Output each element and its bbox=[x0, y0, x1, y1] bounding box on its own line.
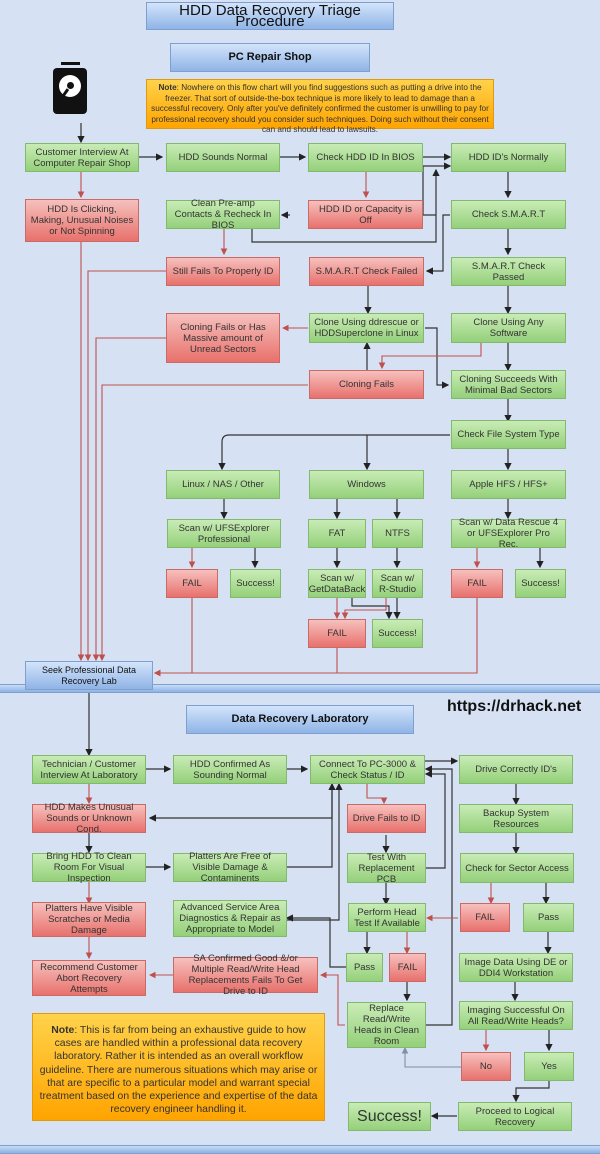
node-still-fails: Still Fails To Properly ID bbox=[166, 257, 280, 286]
node-windows-success: Success! bbox=[372, 619, 423, 648]
node-advanced-sa: Advanced Service Area Diagnostics & Repa… bbox=[173, 900, 287, 937]
node-sounds-normal: HDD Sounds Normal bbox=[166, 143, 280, 172]
connector bbox=[251, 168, 440, 243]
node-fails-to-id: Drive Fails to ID bbox=[347, 804, 426, 833]
node-imaging-success: Imaging Successful On All Read/Write Hea… bbox=[459, 1001, 573, 1030]
page-title: HDD Data Recovery Triage Procedure bbox=[146, 2, 394, 30]
section-divider bbox=[0, 684, 600, 693]
note-top-label: Note bbox=[158, 83, 177, 92]
node-windows: Windows bbox=[309, 470, 424, 499]
fail-connector bbox=[153, 598, 478, 677]
connector bbox=[424, 765, 453, 1026]
node-linux-success: Success! bbox=[230, 569, 281, 598]
node-sa-confirmed: SA Confirmed Good &/or Multiple Read/Wri… bbox=[173, 953, 318, 997]
node-head-test: Perform Head Test If Available bbox=[348, 903, 426, 932]
node-head-fail: FAIL bbox=[389, 953, 426, 982]
node-clean-preamp: Clean Pre-amp Contacts & Recheck In BIOS bbox=[166, 198, 280, 231]
node-platters-scratched: Platters Have Visible Scratches or Media… bbox=[32, 902, 146, 937]
connector bbox=[148, 780, 333, 822]
node-apple-fail: FAIL bbox=[451, 569, 503, 598]
connector bbox=[218, 434, 450, 471]
bottom-divider bbox=[0, 1145, 600, 1154]
note-bottom-text: : This is far from being an exhaustive g… bbox=[39, 1025, 318, 1116]
note-bottom: Note: This is far from being an exhausti… bbox=[32, 1013, 325, 1121]
section-header-lab: Data Recovery Laboratory bbox=[186, 705, 414, 734]
note-top-text: : Nowhere on this flow chart will you fi… bbox=[151, 83, 489, 135]
fail-connector bbox=[98, 384, 308, 662]
node-id-off: HDD ID or Capacity is Off bbox=[308, 200, 423, 229]
connector bbox=[512, 1081, 550, 1103]
node-final-success: Success! bbox=[348, 1102, 431, 1131]
connector bbox=[287, 782, 336, 868]
connector bbox=[351, 598, 393, 620]
node-image-data: Image Data Using DE or DDI4 Workstation bbox=[459, 953, 573, 982]
node-scan-ufs: Scan w/ UFSExplorer Professional bbox=[167, 519, 281, 548]
node-smart-failed: S.M.A.R.T Check Failed bbox=[309, 257, 424, 286]
connector bbox=[285, 914, 346, 968]
site-url[interactable]: https://drhack.net bbox=[447, 698, 582, 715]
fail-connector bbox=[341, 598, 387, 620]
fail-connector bbox=[153, 648, 338, 677]
node-yes: Yes bbox=[524, 1052, 574, 1081]
node-sector-pass: Pass bbox=[523, 903, 574, 932]
node-proceed-logical: Proceed to Logical Recovery bbox=[458, 1102, 572, 1131]
node-confirmed-normal: HDD Confirmed As Sounding Normal bbox=[173, 755, 287, 784]
node-replace-heads: Replace Read/Write Heads in Clean Room bbox=[347, 1002, 426, 1048]
node-unusual-sounds: HDD Makes Unusual Sounds or Unknown Cond… bbox=[32, 802, 146, 835]
node-sector-fail: FAIL bbox=[460, 903, 510, 932]
node-clean-room: Bring HDD To Clean Room For Visual Inspe… bbox=[32, 851, 146, 884]
node-tech-interview: Technician / Customer Interview At Labor… bbox=[32, 755, 146, 784]
fail-connector bbox=[319, 971, 345, 1026]
node-recommend-abort: Recommend Customer Abort Recovery Attemp… bbox=[32, 960, 146, 996]
note-bottom-label: Note bbox=[51, 1025, 75, 1036]
section-header-pc-shop: PC Repair Shop bbox=[170, 43, 370, 72]
node-check-fs: Check File System Type bbox=[451, 420, 566, 449]
node-test-pcb: Test With Replacement PCB bbox=[347, 852, 426, 885]
connector bbox=[287, 782, 343, 921]
node-linux-fail: FAIL bbox=[166, 569, 218, 598]
note-top: Note: Nowhere on this flow chart will yo… bbox=[146, 79, 494, 134]
node-head-pass: Pass bbox=[346, 953, 383, 982]
node-scan-rstudio: Scan w/ R-Studio bbox=[372, 569, 423, 598]
node-apple-success: Success! bbox=[515, 569, 566, 598]
node-clone-ddrescue: Clone Using ddrescue or HDDSuperclone in… bbox=[309, 313, 424, 343]
connector bbox=[425, 214, 450, 275]
node-apple: Apple HFS / HFS+ bbox=[451, 470, 566, 499]
node-sector-access: Check for Sector Access bbox=[460, 853, 574, 883]
node-fat: FAT bbox=[308, 519, 366, 548]
node-clone-succeeds: Cloning Succeeds With Minimal Bad Sector… bbox=[451, 370, 566, 399]
node-ids-normally: HDD ID's Normally bbox=[451, 143, 566, 172]
node-smart-passed: S.M.A.R.T Check Passed bbox=[451, 257, 566, 286]
node-clone-fails-massive: Cloning Fails or Has Massive amount of U… bbox=[166, 313, 280, 363]
node-clicking: HDD Is Clicking, Making, Unusual Noises … bbox=[25, 199, 139, 242]
fail-connector bbox=[84, 270, 166, 662]
hard-drive-icon bbox=[53, 62, 88, 114]
fail-connector bbox=[378, 342, 482, 370]
fail-connector bbox=[153, 598, 193, 677]
node-check-bios: Check HDD ID In BIOS bbox=[308, 143, 423, 172]
node-correctly-ids: Drive Correctly ID's bbox=[459, 755, 573, 784]
node-platters-free: Platters Are Free of Visible Damage & Co… bbox=[173, 851, 287, 884]
node-ntfs: NTFS bbox=[372, 519, 423, 548]
node-customer-interview: Customer Interview At Computer Repair Sh… bbox=[25, 143, 139, 172]
node-windows-fail: FAIL bbox=[308, 619, 366, 648]
connector bbox=[424, 770, 446, 869]
node-no: No bbox=[461, 1052, 511, 1081]
node-check-smart: Check S.M.A.R.T bbox=[451, 200, 566, 229]
node-connect-pc3000: Connect To PC-3000 & Check Status / ID bbox=[310, 755, 425, 784]
connector bbox=[422, 162, 452, 216]
fail-connector bbox=[366, 784, 388, 805]
retry-connector bbox=[401, 1046, 461, 1068]
node-seek-lab: Seek Professional Data Recovery Lab bbox=[25, 661, 153, 690]
node-scan-drs: Scan w/ Data Rescue 4 or UFSExplorer Pro… bbox=[451, 517, 566, 550]
node-backup-sys: Backup System Resources bbox=[459, 804, 573, 833]
node-clone-any: Clone Using Any Software bbox=[451, 313, 566, 343]
node-linux: Linux / NAS / Other bbox=[166, 470, 280, 499]
node-scan-gdb: Scan w/ GetDataBack bbox=[308, 569, 366, 598]
fail-connector bbox=[92, 337, 166, 662]
node-cloning-fails: Cloning Fails bbox=[309, 370, 424, 399]
